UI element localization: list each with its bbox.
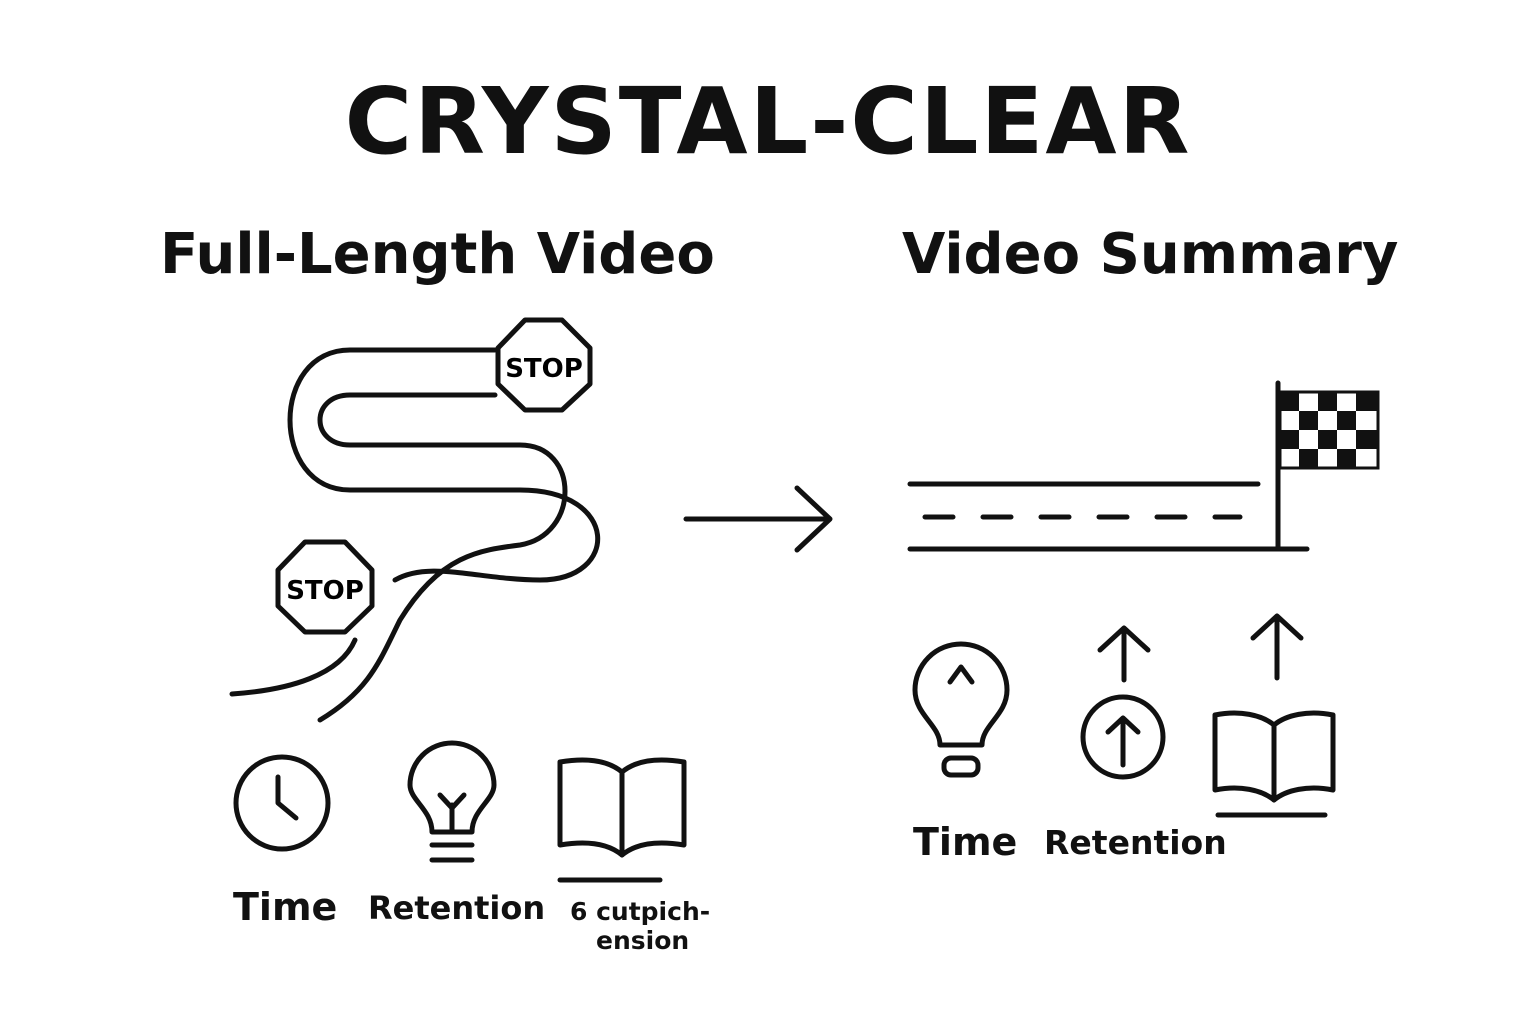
time-label: Time bbox=[233, 885, 338, 929]
comprehension-label-line2: ension bbox=[596, 926, 690, 955]
comprehension-label: 6 cutpich- bbox=[570, 897, 711, 926]
straight-road-icon bbox=[907, 481, 1310, 552]
full-length-video-heading: Full-Length Video bbox=[160, 222, 715, 287]
stop-sign-icon: STOP bbox=[275, 539, 375, 635]
checkered-flag-icon bbox=[1275, 380, 1380, 552]
stop-sign-icon: STOP bbox=[495, 317, 593, 413]
time-label: Time bbox=[913, 820, 1018, 864]
lightbulb-icon bbox=[912, 641, 1010, 778]
arrow-right-icon bbox=[683, 485, 833, 553]
comprehension-up-icon bbox=[1212, 613, 1336, 818]
retention-label: Retention bbox=[368, 889, 546, 927]
page-title: CRYSTAL-CLEAR bbox=[344, 68, 1192, 175]
video-summary-heading: Video Summary bbox=[902, 222, 1399, 287]
clock-icon bbox=[233, 754, 331, 852]
lightbulb-icon bbox=[407, 740, 497, 863]
retention-label: Retention bbox=[1044, 823, 1227, 862]
winding-road-icon bbox=[229, 347, 601, 723]
open-book-icon bbox=[557, 757, 687, 883]
svg-text:STOP: STOP bbox=[286, 576, 364, 606]
retention-up-icon bbox=[1080, 625, 1166, 780]
svg-text:STOP: STOP bbox=[505, 354, 583, 384]
